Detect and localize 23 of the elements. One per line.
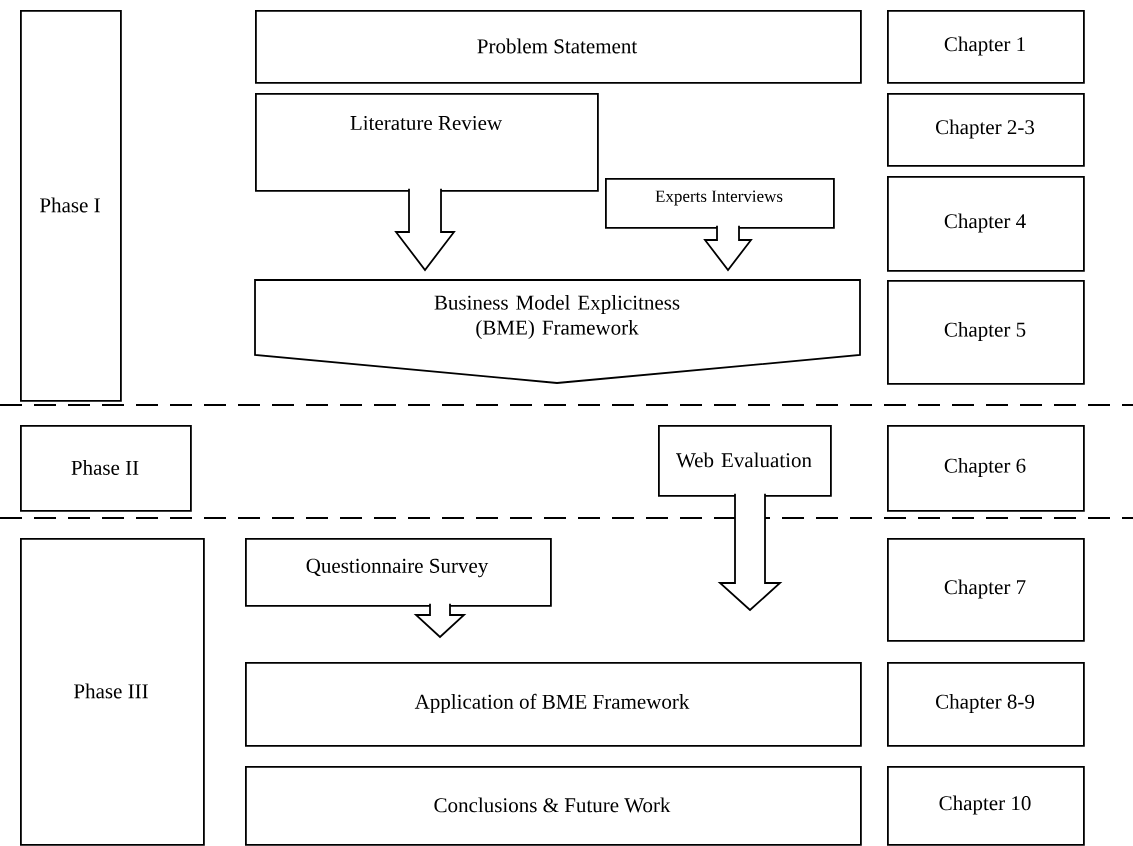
process-box: Conclusions & Future Work: [245, 766, 862, 846]
process-box: Web Evaluation: [658, 425, 832, 497]
process-box: Problem Statement: [255, 10, 862, 84]
phase-box: Phase I: [20, 10, 122, 402]
chapter-box: Chapter 4: [887, 176, 1085, 272]
block-arrow: [394, 187, 456, 272]
chapter-box: Chapter 5: [887, 280, 1085, 385]
framework-pentagon: Business Model Explicitness (BME) Framework: [254, 279, 861, 384]
block-arrow: [717, 492, 783, 612]
block-arrow: [413, 602, 467, 639]
process-box: Experts Interviews: [605, 178, 835, 229]
process-box: Literature Review: [255, 93, 599, 192]
chapter-box: Chapter 2-3: [887, 93, 1085, 167]
chapter-box: Chapter 10: [887, 766, 1085, 846]
phase-box: Phase II: [20, 425, 192, 512]
phase-box: Phase III: [20, 538, 205, 846]
chapter-box: Chapter 8-9: [887, 662, 1085, 747]
block-arrow: [703, 224, 753, 272]
process-box: Application of BME Framework: [245, 662, 862, 747]
chapter-box: Chapter 1: [887, 10, 1085, 84]
chapter-box: Chapter 6: [887, 425, 1085, 512]
process-box: Questionnaire Survey: [245, 538, 552, 607]
chapter-box: Chapter 7: [887, 538, 1085, 642]
